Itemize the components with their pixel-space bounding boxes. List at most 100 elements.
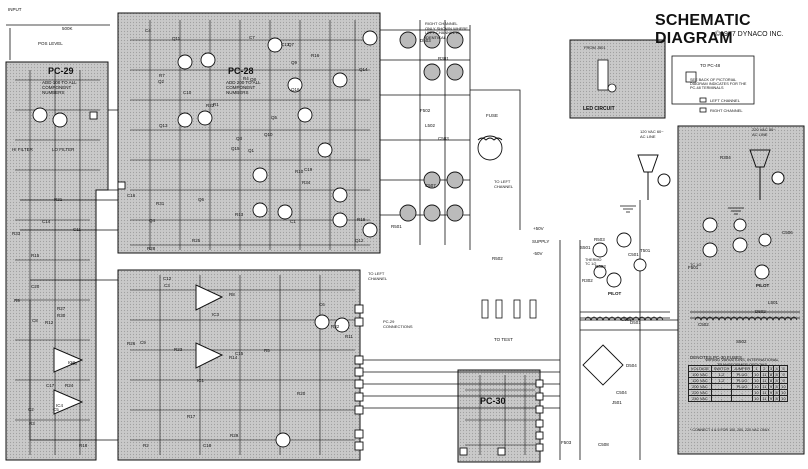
ac-line-120-label: 120 VAC 60~ AC LINE: [640, 129, 664, 139]
pilot-label: PILOT: [608, 291, 622, 296]
component-designator: R18: [79, 443, 88, 448]
component-designator: R5: [264, 348, 270, 353]
component-designator: R9: [14, 298, 20, 303]
component-designator: C16: [127, 193, 136, 198]
see-back-note: SEE BACK OF PICTORIAL DIAGRAM INDICATES …: [690, 78, 747, 91]
component-designator: Q16: [291, 87, 300, 92]
component-designator: C17: [46, 383, 55, 388]
component-designator: L502: [425, 123, 436, 128]
component-designator: R33: [12, 231, 21, 236]
component-designator: R11: [345, 334, 353, 339]
component-designator: R303: [595, 264, 606, 269]
component-designator: R30: [57, 313, 66, 318]
denotes-pc30-label: DENOTES PC-30 FUSES: [690, 355, 743, 360]
component-designator: C502: [698, 322, 709, 327]
component-designator: R4: [243, 76, 249, 81]
thermo-label-1: THERMO TC 1/2: [585, 258, 602, 267]
right-channel-note: RIGHT CHANNEL ONLY SHOWN WHERE LEFT CHAN…: [425, 21, 468, 40]
power-transistors: [399, 31, 464, 222]
to-left-channel-label-2: TO LEFT CHANNEL: [494, 179, 514, 189]
circuit-wiring: [15, 20, 535, 455]
component-designator: C13: [281, 42, 290, 47]
component-designator: R301: [438, 56, 449, 61]
table-cell: 100 VAC: [688, 371, 712, 378]
component-designator: Q15: [231, 146, 240, 151]
to-test-label: TO TEST: [494, 337, 513, 342]
component-designator: Q2: [158, 79, 165, 84]
thermo-label-2: TC 1/2: [690, 263, 702, 267]
component-designator: R34: [302, 180, 311, 185]
led-circuit-label: LED CIRCUIT: [583, 106, 615, 112]
component-designator: C5: [53, 407, 59, 412]
component-designator: Q1: [248, 148, 255, 153]
table-cell: 10: [752, 395, 761, 402]
component-designator: R14: [229, 355, 238, 360]
component-designator: C18: [203, 443, 212, 448]
left-channel-legend: LEFT CHANNEL: [710, 98, 740, 103]
component-designator: R1: [213, 102, 219, 107]
board-pc28-note: ADD 200 TO ALL COMPONENT NUMBERS: [226, 80, 261, 95]
component-designator: C11: [73, 227, 81, 232]
component-designator: R27: [57, 306, 66, 311]
component-designator: R25: [192, 238, 201, 243]
level-pot-label: 500K: [62, 26, 73, 31]
table-note: * CONNECT 4 & 5 FOR 100, 200, 220 VAC ON…: [690, 428, 770, 432]
led-circuit-parts: [597, 59, 707, 113]
bridge-rectifier: [582, 344, 624, 386]
board-pc30: [457, 369, 541, 463]
component-designator: R15: [31, 253, 40, 258]
table-cell: -: [731, 395, 753, 402]
component-designator: Q14: [359, 67, 368, 72]
component-designator: R501: [391, 224, 402, 229]
board-pc30-name: PC-30: [480, 396, 506, 406]
component-designator: Q12: [355, 238, 364, 243]
table-cell: 120 VAC: [688, 377, 712, 384]
table-cell: 240 VAC: [688, 395, 712, 402]
component-designator: R31: [156, 201, 165, 206]
component-designator: D504: [626, 363, 637, 368]
component-designator: IC4: [56, 403, 64, 408]
component-designator: C505: [621, 317, 632, 322]
ac-line-220-label: 220 VAC 50~ AC LINE: [752, 127, 776, 137]
fuse-label: FUSE: [486, 113, 499, 118]
component-designator: R6: [71, 361, 77, 366]
component-designator: T501: [640, 248, 651, 253]
copyright-note: ©1977 DYNACO INC.: [715, 31, 784, 38]
component-designator: Q11: [172, 36, 181, 41]
component-designator: C507: [425, 183, 436, 188]
component-designator: D503: [420, 38, 431, 43]
component-designator: C10: [183, 90, 192, 95]
schematic-title: SCHEMATIC DIAGRAM: [655, 12, 751, 47]
transformer: [580, 311, 800, 321]
component-designator: S501: [580, 245, 591, 250]
component-designator: R503: [594, 237, 605, 242]
table-cell: 220 VAC: [688, 389, 712, 396]
component-designator: Q13: [159, 123, 168, 128]
component-designator: R17: [187, 414, 196, 419]
component-designator: Q10: [264, 132, 273, 137]
component-designator: C503: [438, 136, 449, 141]
table-cell: 11: [760, 395, 769, 402]
component-designator: C501: [628, 252, 639, 257]
component-designator: R29: [230, 433, 239, 438]
component-designator: R502: [492, 256, 503, 261]
board-pc29-note: ADD 100 TO ALL COMPONENT NUMBERS: [42, 80, 77, 95]
component-designator: L501: [768, 300, 779, 305]
board-lower-amp: [117, 269, 361, 461]
fuse-symbols: [481, 299, 537, 319]
component-designator: D502: [755, 309, 766, 314]
ground-symbols: [620, 205, 744, 215]
component-designator: R7: [159, 73, 165, 78]
component-designator: C12: [163, 276, 172, 281]
component-designator: C20: [31, 284, 40, 289]
component-designator: C8: [32, 318, 38, 323]
table-cell: -: [710, 395, 733, 402]
output-coil: [477, 135, 503, 161]
component-designator: F501: [688, 265, 699, 270]
component-designator: C4: [145, 28, 151, 33]
plus-supply-label: +50V: [533, 226, 544, 231]
to-left-channel-label: TO LEFT CHANNEL: [368, 271, 388, 281]
